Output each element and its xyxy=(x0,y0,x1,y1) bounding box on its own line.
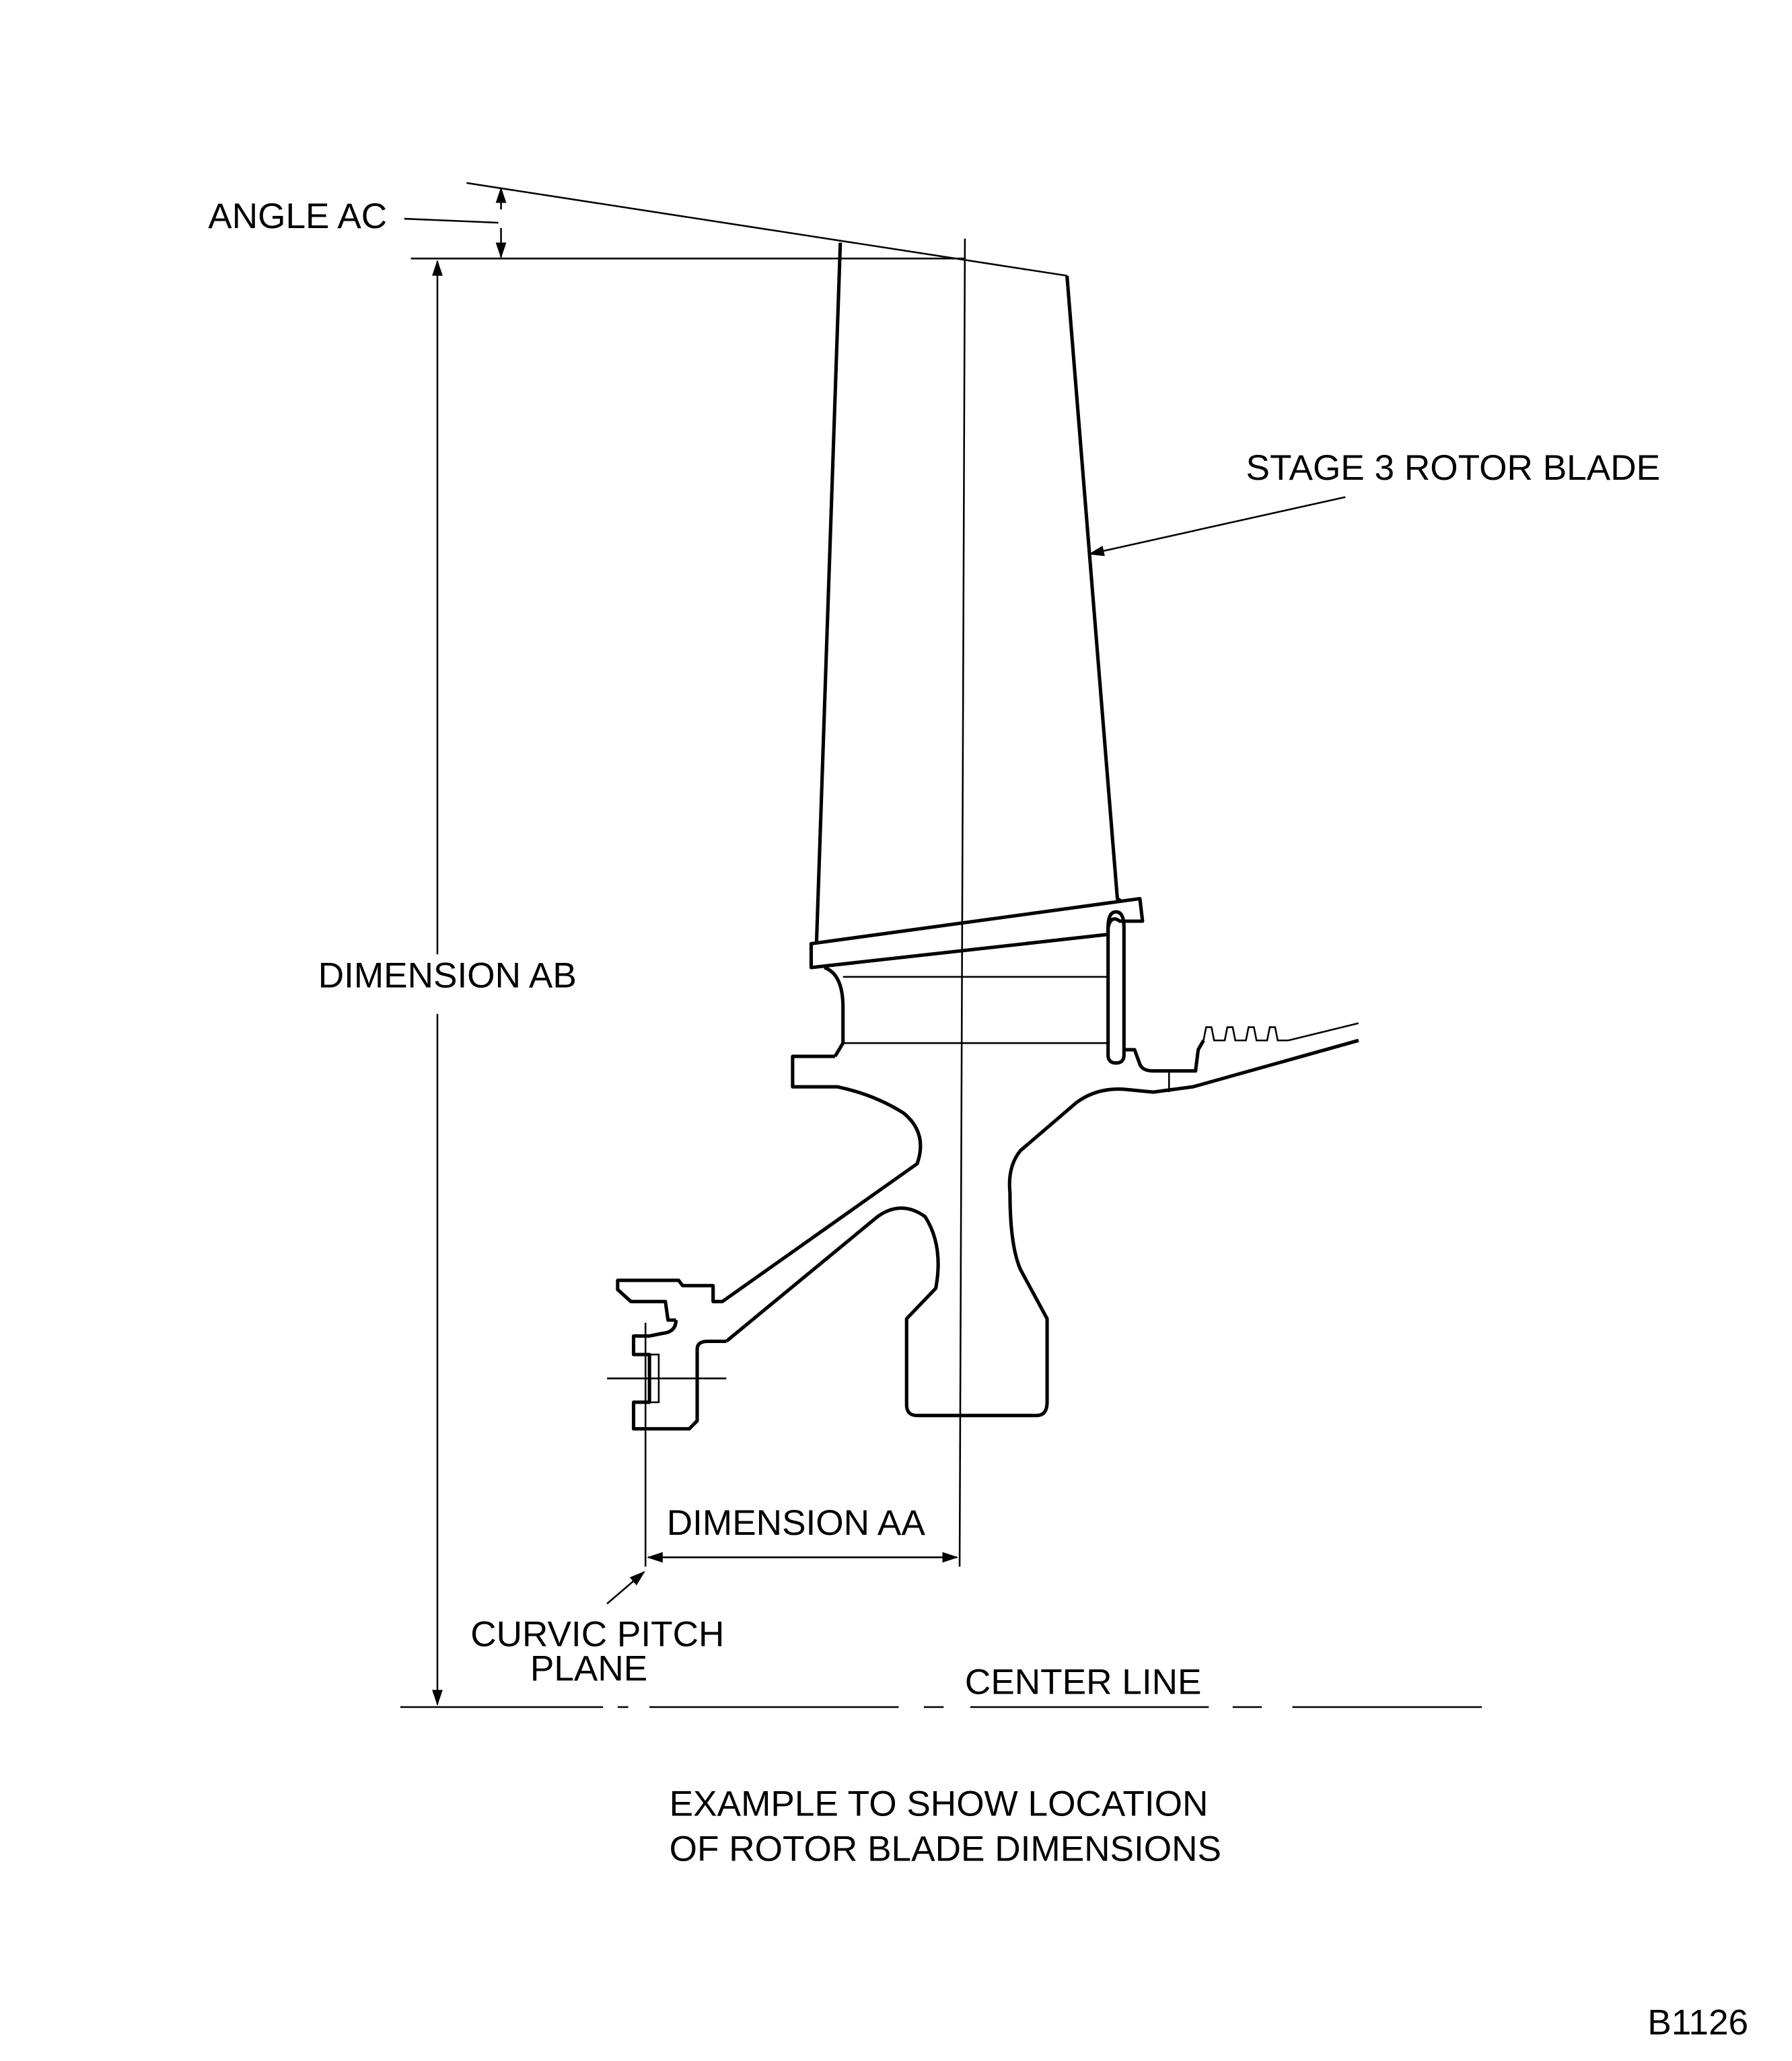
blade-stacking-axis xyxy=(958,238,966,1567)
dimension-aa-label: DIMENSION AA xyxy=(667,1503,926,1543)
blade-tip-angle-line xyxy=(466,182,1067,277)
stage-3-rotor-blade-label: STAGE 3 ROTOR BLADE xyxy=(1246,448,1660,488)
caption-line-1: EXAMPLE TO SHOW LOCATION xyxy=(670,1784,1209,1824)
angle-ac-label: ANGLE AC xyxy=(208,196,387,236)
rotor-disk xyxy=(607,1022,1359,1567)
caption-line-2: OF ROTOR BLADE DIMENSIONS xyxy=(670,1830,1221,1869)
angle-ac-geometry xyxy=(404,182,1067,277)
stage-3-rotor-blade xyxy=(809,242,1145,1065)
figure-id: B1126 xyxy=(1647,2003,1748,2043)
angle-ac-leader xyxy=(404,217,499,224)
center-line-label: CENTER LINE xyxy=(965,1662,1202,1702)
dimension-ab-label: DIMENSION AB xyxy=(318,955,577,995)
curvic-pitch-label: CURVIC PITCH xyxy=(470,1614,724,1654)
curvic-plane-label: PLANE xyxy=(530,1649,647,1689)
curvic-pitch-plane-leader xyxy=(606,1570,645,1605)
stage-3-blade-leader xyxy=(1088,496,1346,556)
